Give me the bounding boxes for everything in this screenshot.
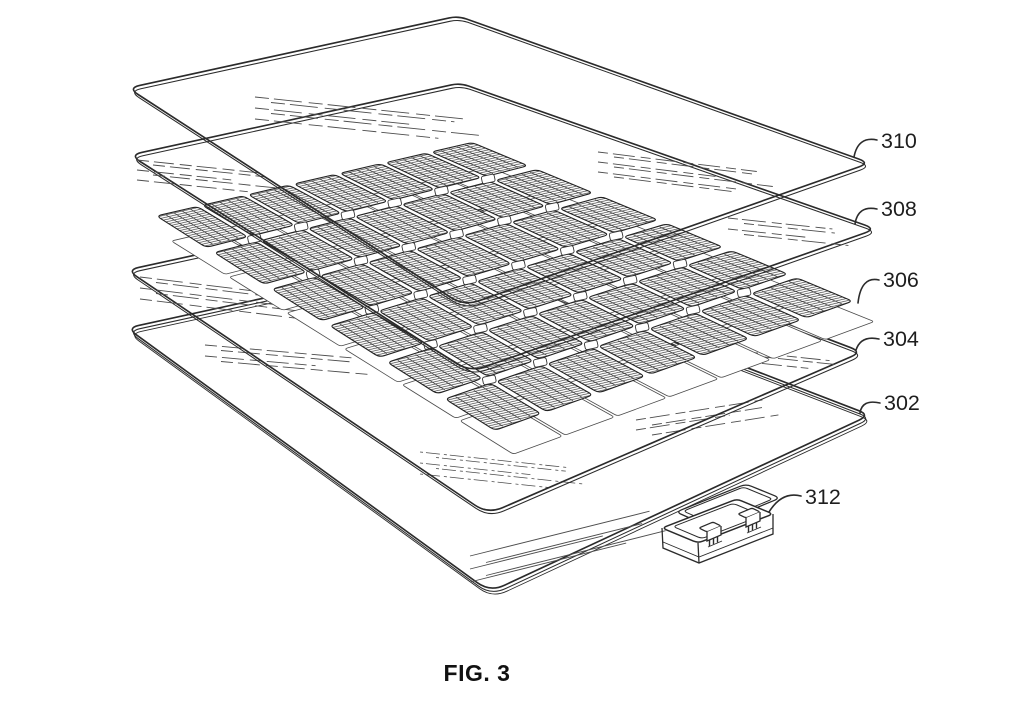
interconnect-pads — [247, 173, 752, 386]
solar-cell-array-306 — [158, 142, 874, 454]
sheet-308-upper-encapsulant — [134, 83, 873, 373]
ref-label-306: 306 — [883, 268, 919, 292]
leader-306 — [857, 278, 880, 304]
leader-302 — [859, 401, 881, 414]
ref-label-302: 302 — [884, 391, 920, 415]
ref-label-308: 308 — [881, 197, 917, 221]
sheet-302-backsheet — [131, 256, 868, 595]
leader-310 — [853, 138, 878, 158]
reflection-streaks-310 — [254, 96, 773, 192]
leader-lines — [768, 138, 881, 513]
ref-label-312: 312 — [805, 485, 841, 509]
sheet-304-lower-encapsulant — [131, 198, 859, 515]
leader-304 — [855, 337, 880, 351]
reference-numerals: 310 308 306 304 302 312 — [805, 129, 920, 509]
junction-box-312 — [661, 484, 778, 564]
reflection-streaks-302 — [204, 344, 779, 583]
sheet-310-top-cover — [132, 16, 867, 307]
leader-308 — [854, 207, 878, 225]
ref-label-310: 310 — [881, 129, 917, 153]
ref-label-304: 304 — [883, 327, 919, 351]
reflection-streaks-308 — [136, 159, 849, 246]
leader-312 — [768, 494, 802, 513]
figure-caption: FIG. 3 — [444, 660, 511, 686]
exploded-assembly — [131, 16, 874, 595]
